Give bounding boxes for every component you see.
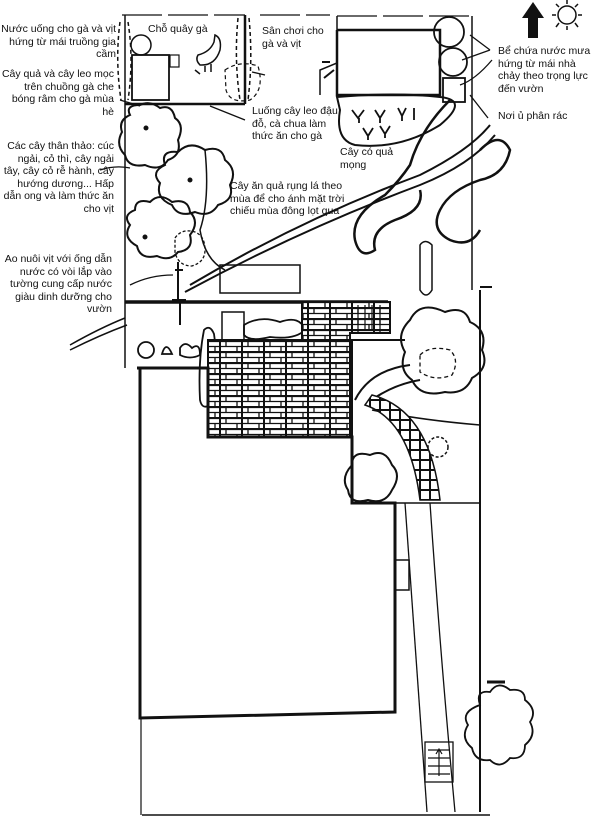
rain-tanks [433,16,468,103]
leader-lines [99,34,493,286]
right-garden [343,306,486,503]
label-rain-tank: Bể chứa nước mưa hứng từ mái nhà chảy th… [498,45,591,95]
label-drinking-water: Nước uống cho gà và vịt hứng từ mái truồ… [1,23,116,60]
label-herbs: Các cây thân thảo: cúc ngải, cỏ thì, cây… [3,140,114,215]
brick-walk [363,394,441,501]
tree-front [463,684,534,766]
label-compost: Nơi ủ phân rác [498,110,568,122]
garden-path [69,99,512,351]
chicken-icon [194,33,222,75]
brick-patio [207,301,391,438]
playground [319,16,456,147]
duck-pond [172,262,301,325]
label-berry-plants: Cây có quả mọng [340,146,394,171]
label-deciduous-trees: Cây ăn quả rụng lá theo mùa để cho ánh m… [230,180,345,217]
trees [118,102,235,271]
label-chicken-pen: Chỗ quây gà [148,23,208,35]
north-arrow-icon [522,2,544,38]
chicken-pen [116,15,261,106]
sun-icon [552,0,582,30]
label-climbing-beds: Luống cây leo đậu đỗ, cà chua làm thức ă… [252,105,338,142]
side-path [395,502,480,813]
label-playground: Sân chơi cho gà và vịt [262,25,324,50]
label-fruit-climbers: Cây quả và cây leo mọc trên chuồng gà ch… [1,68,114,118]
label-duck-pond: Ao nuôi vịt với ống dẫn nước có vòi lắp … [4,253,112,315]
